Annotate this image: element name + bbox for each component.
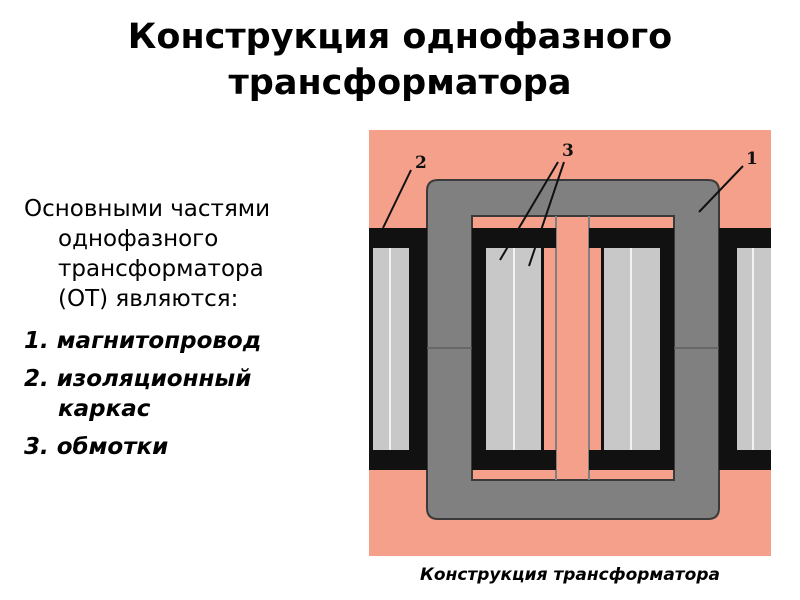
transformer-diagram: 2 1 3 [369,130,771,556]
list-item-text: 2. изоляционный [24,366,252,392]
intro-text: Основными частями однофазного трансформа… [24,194,354,314]
list-item-text: 1. магнитопровод [24,328,262,354]
diagram-caption: Конструкция трансформатора [420,565,720,585]
page-title: Конструкция однофазного трансформатора [0,14,800,106]
coil-left-outer [369,228,427,470]
intro-line-4: (ОТ) являются: [58,286,239,312]
coil-left-inner [472,228,556,470]
list-item-frame: 2. изоляционный каркас [24,364,354,424]
coil-right-outer [719,228,771,470]
leader-line-core [698,165,744,213]
coil-right-inner [589,228,674,470]
intro-line-2: однофазного [58,226,219,252]
callout-windings: 3 [562,141,574,161]
title-line-2: трансформатора [228,63,572,103]
intro-line-3: трансформатора [58,256,264,282]
title-line-1: Конструкция однофазного [127,17,673,57]
leader-line-winding-b [528,161,565,267]
list-item-text: 3. обмотки [24,434,169,460]
leader-line-frame [382,169,412,229]
list-item-core: 1. магнитопровод [24,326,354,356]
leader-line-winding-a [499,161,559,261]
intro-line-1: Основными частями [24,196,271,222]
list-item-windings: 3. обмотки [24,432,354,462]
parts-list: 1. магнитопровод 2. изоляционный каркас … [24,326,354,470]
callout-core: 1 [746,149,758,169]
callout-frame: 2 [415,153,427,173]
list-item-text-continued: каркас [58,396,151,422]
